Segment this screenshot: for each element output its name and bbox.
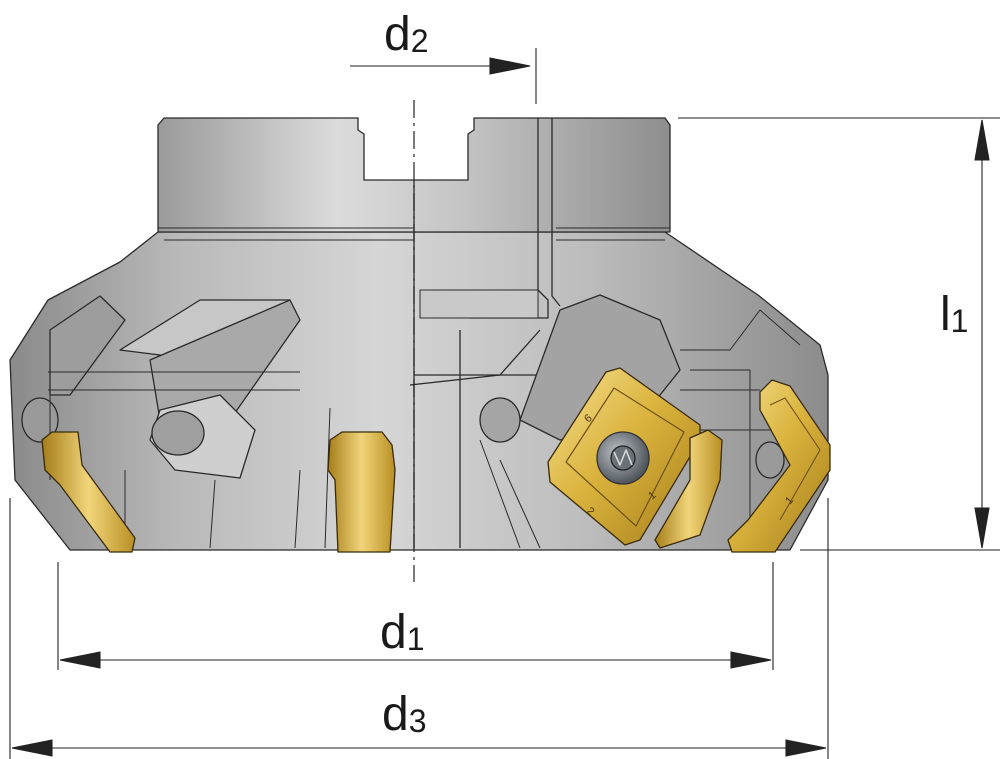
- d1-sub: 1: [407, 621, 425, 657]
- d2-main: d: [384, 8, 411, 61]
- svg-text:d1: d1: [380, 606, 425, 659]
- l1-sub: 1: [951, 303, 969, 339]
- insert-center: [327, 431, 396, 553]
- dimension-label-d3: d3: [382, 688, 427, 741]
- dimension-label-d2: d2: [384, 8, 429, 61]
- d1-main: d: [380, 606, 407, 659]
- dimension-label-l1: l1: [940, 288, 968, 341]
- dimension-label-d1: d1: [380, 606, 425, 659]
- insert-right: [727, 379, 831, 553]
- insert-left: [41, 431, 136, 553]
- svg-text:d3: d3: [382, 688, 427, 741]
- dimension-lines: [9, 48, 1000, 759]
- d3-main: d: [382, 688, 409, 741]
- d2-sub: 2: [411, 23, 429, 59]
- l1-main: l: [940, 288, 951, 341]
- d3-sub: 3: [409, 703, 427, 739]
- cutting-inserts: [41, 367, 831, 553]
- cutter-hub: [157, 117, 671, 233]
- svg-text:d2: d2: [384, 8, 429, 61]
- insert-right-inner: [654, 429, 723, 549]
- cutter-body: [9, 117, 829, 551]
- svg-text:l1: l1: [940, 288, 968, 341]
